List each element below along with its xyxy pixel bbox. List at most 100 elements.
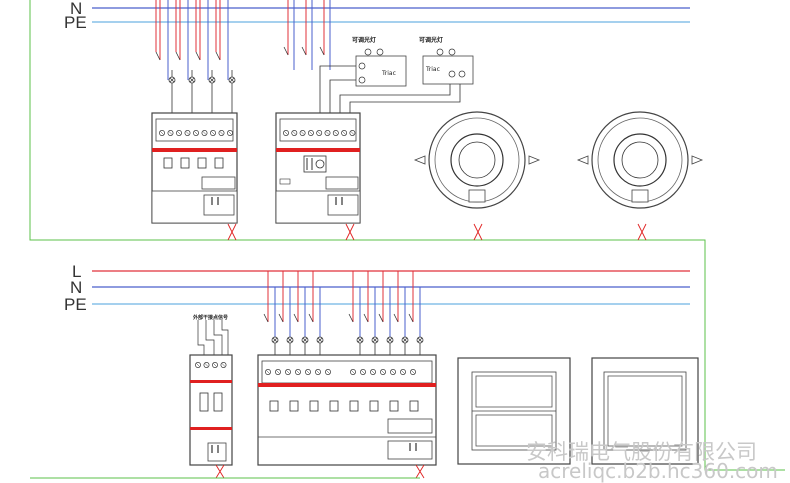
bus-crossover — [473, 223, 483, 241]
screw-slot — [228, 131, 232, 135]
screw-slot — [202, 131, 207, 135]
module-red-band — [190, 380, 232, 383]
dimmer-lamp-icon — [364, 48, 372, 56]
relay-switch — [329, 400, 339, 412]
screw-slot — [300, 131, 305, 135]
ceiling-sensor-2-clip — [691, 155, 704, 165]
watermark-company: 安科瑞电气股份有限公司 — [526, 440, 757, 464]
screw-slot — [316, 370, 320, 374]
status-window — [387, 418, 433, 434]
dry-contact-wire — [205, 320, 215, 355]
ceiling-sensor-1-lens — [458, 141, 496, 179]
screw-slot — [361, 370, 365, 374]
dimmer-wire — [319, 65, 356, 113]
screw-slot — [219, 131, 224, 135]
screw-slot — [391, 370, 395, 374]
screw-slot — [266, 370, 270, 374]
lamp-cross — [317, 337, 323, 343]
rocker-upper — [475, 375, 553, 408]
top-pe-label: PE — [64, 13, 87, 32]
triac-label-1: Triac — [382, 70, 396, 77]
bottom-contact — [335, 197, 343, 205]
relay-switch — [389, 400, 399, 412]
lamp-cross — [402, 337, 408, 343]
input-selector — [213, 392, 223, 412]
breaker-switch — [293, 313, 299, 323]
screw-slot — [401, 370, 405, 374]
module-red-band — [276, 148, 360, 152]
breaker-switch — [175, 51, 181, 61]
dry-contact-wire — [213, 320, 223, 355]
breaker-switch — [393, 313, 399, 323]
status-window — [325, 176, 359, 190]
bottom-contact — [211, 445, 219, 453]
screw-slot — [350, 131, 355, 135]
breaker-switch — [263, 313, 269, 323]
relay-switch — [214, 157, 224, 169]
watermark-url: acreliqc.b2b.hc360.com — [538, 459, 778, 483]
screw-slot — [334, 131, 338, 135]
dry-contact-wire — [197, 320, 205, 355]
lamp-cross — [417, 337, 423, 343]
dry-contact-wire — [221, 320, 229, 355]
module-red-band — [190, 427, 232, 430]
screw-slot — [306, 370, 310, 374]
relay-switch — [163, 157, 173, 169]
breaker-switch — [378, 313, 384, 323]
triac-label-2: Triac — [426, 66, 440, 73]
screw-slot — [286, 370, 290, 374]
lamp-cross — [229, 77, 235, 83]
screw-slot — [194, 131, 198, 135]
triac-terminal — [358, 76, 366, 84]
screw-slot — [196, 363, 200, 367]
dimmer-indicator — [279, 178, 291, 185]
ceiling-sensor-1-terminal — [468, 189, 486, 203]
screw-slot — [284, 131, 288, 135]
screw-slot — [213, 363, 217, 367]
bottom-l-label: L — [72, 262, 82, 281]
screw-slot — [160, 131, 164, 135]
triac-terminal — [458, 70, 466, 78]
input-selector — [199, 392, 209, 412]
relay-switch — [309, 400, 319, 412]
dimmer-lamp-icon — [376, 48, 384, 56]
bus-crossover — [345, 223, 355, 241]
screw-slot — [342, 131, 346, 135]
screw-slot — [381, 370, 385, 374]
rocker-lower — [475, 414, 553, 447]
top-n-label: N — [70, 0, 83, 18]
dimmer-wire — [339, 80, 451, 113]
terminal-strip — [155, 118, 234, 142]
breaker-switch — [278, 313, 284, 323]
screw-slot — [309, 131, 313, 135]
bus-crossover — [215, 464, 225, 479]
ceiling-sensor-1-clip — [413, 155, 426, 165]
relay-switch — [349, 400, 359, 412]
ceiling-sensor-2-terminal — [631, 189, 649, 203]
bottom-contact — [211, 197, 219, 205]
rocker-single — [607, 375, 683, 447]
screw-slot — [351, 370, 355, 374]
screw-slot — [276, 370, 280, 374]
lamp-cross — [387, 337, 393, 343]
dimmer-wire — [329, 79, 356, 113]
screw-slot — [211, 131, 215, 135]
relay-switch — [369, 400, 379, 412]
bus-wire-top — [29, 0, 785, 471]
screw-slot — [326, 370, 330, 374]
breaker-switch — [319, 46, 325, 56]
lamp-cross — [357, 337, 363, 343]
screw-slot — [185, 131, 190, 135]
status-window — [201, 176, 236, 190]
screw-slot — [168, 131, 173, 135]
dry-contact-label: 外部干接点信号 — [193, 315, 229, 321]
triac-terminal — [358, 62, 366, 70]
dimmer-lamp-icon — [436, 48, 444, 56]
breaker-switch — [308, 313, 314, 323]
breaker-switch — [408, 313, 414, 323]
bus-terminal — [207, 442, 227, 462]
screw-slot — [177, 131, 181, 135]
screw-slot — [296, 370, 300, 374]
terminal-strip — [279, 118, 357, 142]
